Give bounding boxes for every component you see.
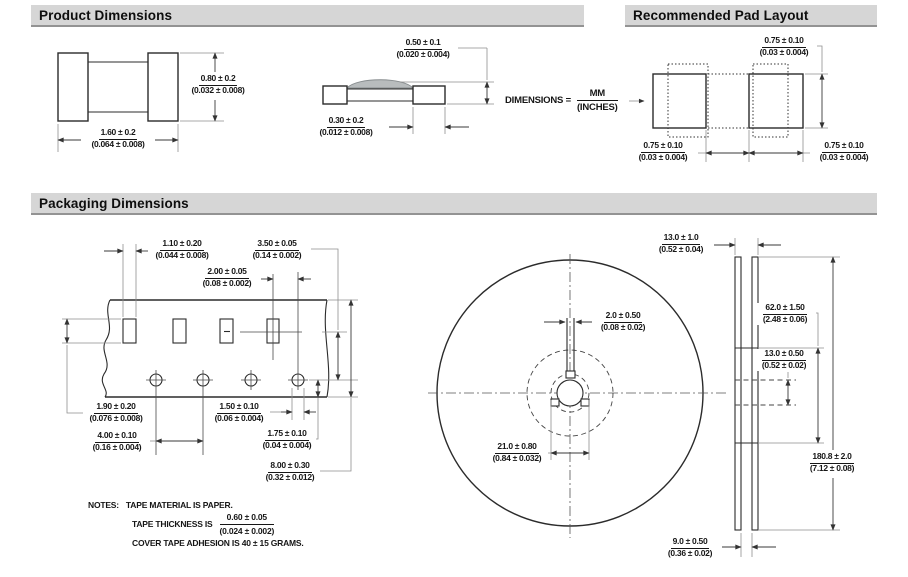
dim-reel-overall-width: 13.0 ± 1.0(0.52 ± 0.04) — [648, 232, 714, 255]
dim-product-height: 0.80 ± 0.2(0.032 ± 0.008) — [183, 73, 253, 96]
dim-product-terminal-width: 0.30 ± 0.2(0.012 ± 0.008) — [310, 115, 382, 138]
dim-tape-width: 8.00 ± 0.30(0.32 ± 0.012) — [260, 460, 320, 483]
dim-reel-slot-width: 2.0 ± 0.50(0.08 ± 0.02) — [592, 310, 654, 333]
dim-reel-dia: 180.8 ± 2.0(7.12 ± 0.08) — [801, 451, 863, 474]
section-header-pad-layout: Recommended Pad Layout — [625, 5, 877, 27]
thickness-fraction: 0.60 ± 0.05 (0.024 ± 0.002) — [219, 512, 275, 536]
reel-drawing — [428, 238, 840, 557]
note-adhesion: COVER TAPE ADHESION IS 40 ± 15 GRAMS. — [132, 538, 304, 548]
dim-reel-hub-od: 62.0 ± 1.50(2.48 ± 0.06) — [754, 302, 816, 325]
units-note: DIMENSIONS = MM (INCHES) — [505, 88, 618, 113]
pad-layout-drawing — [629, 45, 828, 162]
note-material: NOTES: TAPE MATERIAL IS PAPER. — [88, 500, 233, 510]
product-side-view-drawing — [322, 47, 494, 134]
dim-product-width: 1.60 ± 0.2(0.064 ± 0.008) — [81, 127, 155, 150]
dim-tape-pocket-length: 1.90 ± 0.20(0.076 ± 0.008) — [83, 401, 149, 424]
dim-tape-edge-to-hole: 1.75 ± 0.10(0.04 ± 0.004) — [258, 428, 316, 451]
dim-reel-inner-width: 9.0 ± 0.50(0.36 ± 0.02) — [660, 536, 720, 559]
dim-tape-hole-dia: 1.50 ± 0.10(0.06 ± 0.004) — [208, 401, 270, 424]
dim-pad-height: 0.75 ± 0.10(0.03 ± 0.004) — [751, 35, 817, 58]
dim-tape-hole-offset: 2.00 ± 0.05(0.08 ± 0.002) — [194, 266, 260, 289]
carrier-tape-drawing — [62, 244, 358, 472]
dim-reel-hub-dia: 21.0 ± 0.80(0.84 ± 0.032) — [486, 441, 548, 464]
section-header-product-dimensions: Product Dimensions — [31, 5, 584, 27]
dim-tape-hole-pitch: 4.00 ± 0.10(0.16 ± 0.004) — [84, 430, 150, 453]
dim-tape-pocket-width: 1.10 ± 0.20(0.044 ± 0.008) — [148, 238, 216, 261]
dim-reel-tape-zone: 13.0 ± 0.50(0.52 ± 0.02) — [754, 348, 814, 371]
dim-right-pad-width: 0.75 ± 0.10(0.03 ± 0.004) — [811, 140, 877, 163]
note-thickness: TAPE THICKNESS IS 0.60 ± 0.05 (0.024 ± 0… — [132, 512, 275, 536]
notes: NOTES: TAPE MATERIAL IS PAPER. TAPE THIC… — [88, 500, 304, 550]
dim-product-overall-height: 0.50 ± 0.1(0.020 ± 0.004) — [388, 37, 458, 60]
notes-label: NOTES: — [88, 500, 119, 510]
dim-left-pad-width: 0.75 ± 0.10(0.03 ± 0.004) — [630, 140, 696, 163]
units-fraction: MM (INCHES) — [576, 88, 618, 113]
dim-tape-pocket-to-hole-cl: 3.50 ± 0.05(0.14 ± 0.002) — [243, 238, 311, 261]
product-front-view-drawing — [57, 52, 224, 152]
section-header-packaging-dimensions: Packaging Dimensions — [31, 193, 877, 215]
